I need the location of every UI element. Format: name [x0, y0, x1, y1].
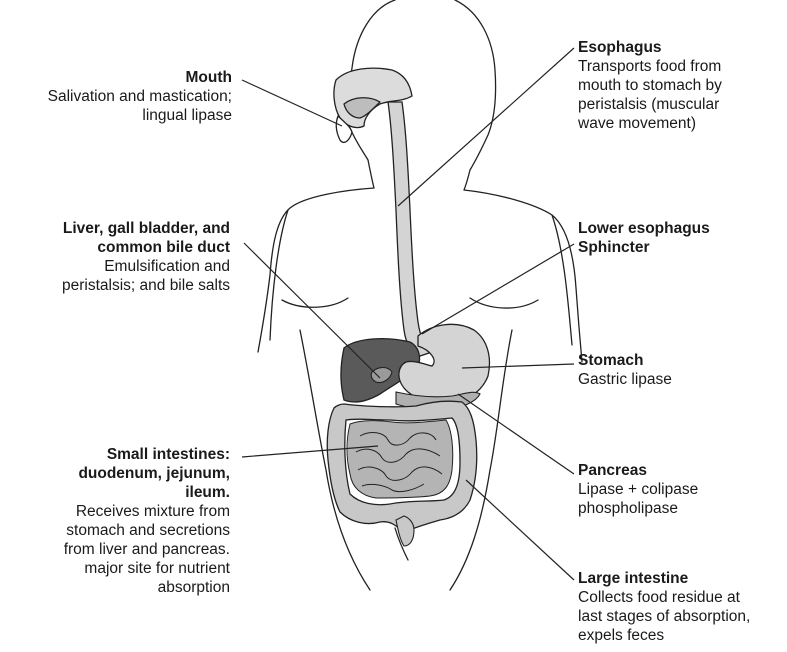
body-outline	[258, 0, 395, 352]
leader-mouth	[242, 80, 342, 126]
chest-line-left	[282, 298, 348, 307]
esophagus-tube	[388, 102, 432, 356]
label-mouth: Mouth Salivation and mastication; lingua…	[48, 68, 232, 125]
label-small-intestine: Small intestines: duodenum, jejunum, ile…	[64, 445, 230, 597]
arm-right	[552, 215, 572, 345]
label-stomach: Stomach Gastric lipase	[578, 351, 672, 389]
label-lower-esophagus-title: Lower esophagus Sphincter	[578, 219, 710, 257]
label-small-intestine-desc: Receives mixture from stomach and secret…	[64, 502, 230, 597]
small-intestine	[347, 420, 453, 498]
label-esophagus-title: Esophagus	[578, 38, 722, 57]
label-pancreas: Pancreas Lipase + colipase phospholipase	[578, 461, 698, 518]
label-small-intestine-title: Small intestines: duodenum, jejunum, ile…	[64, 445, 230, 502]
label-large-intestine-desc: Collects food residue at last stages of …	[578, 588, 750, 645]
label-liver-desc: Emulsification and peristalsis; and bile…	[62, 257, 230, 295]
leader-large-intestine	[466, 480, 574, 580]
label-esophagus: Esophagus Transports food from mouth to …	[578, 38, 722, 133]
label-mouth-desc: Salivation and mastication; lingual lipa…	[48, 87, 232, 125]
arm-left	[270, 210, 288, 340]
label-pancreas-title: Pancreas	[578, 461, 698, 480]
label-liver-title: Liver, gall bladder, and common bile duc…	[62, 219, 230, 257]
leader-esophagus	[398, 48, 574, 206]
label-liver: Liver, gall bladder, and common bile duc…	[62, 219, 230, 295]
label-stomach-desc: Gastric lipase	[578, 370, 672, 389]
label-pancreas-desc: Lipase + colipase phospholipase	[578, 480, 698, 518]
leader-lower-esophagus	[422, 244, 574, 334]
label-lower-esophagus: Lower esophagus Sphincter	[578, 219, 710, 257]
label-mouth-title: Mouth	[48, 68, 232, 87]
label-stomach-title: Stomach	[578, 351, 672, 370]
label-large-intestine: Large intestine Collects food residue at…	[578, 569, 750, 645]
label-esophagus-desc: Transports food from mouth to stomach by…	[578, 57, 722, 133]
label-large-intestine-title: Large intestine	[578, 569, 750, 588]
